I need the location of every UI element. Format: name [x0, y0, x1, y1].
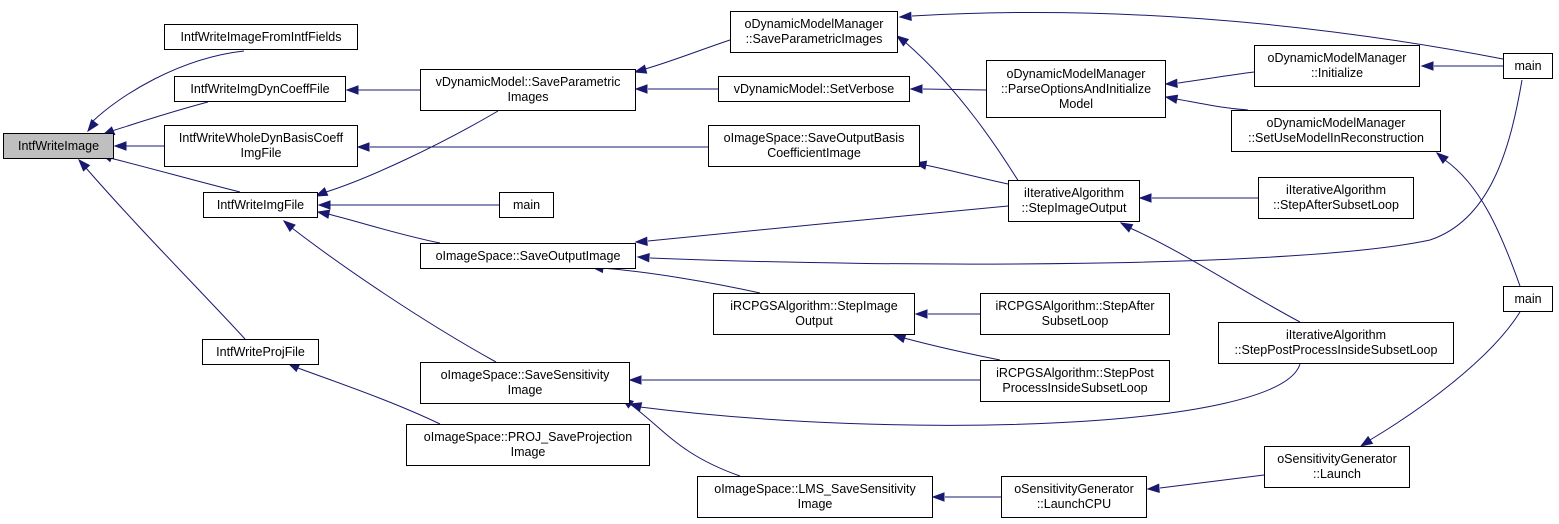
arrowhead-n17-to-n8	[634, 236, 648, 246]
arrowhead-n21-to-n16	[1164, 78, 1178, 88]
node-intfwriteimgfile[interactable]: IntfWriteImgFile	[203, 192, 318, 218]
edge-n17-to-n8	[647, 205, 1009, 242]
arrowhead-n19-to-n9	[628, 375, 642, 385]
arrowhead-n26-to-n21	[1420, 61, 1434, 71]
edge-n9-to-n4	[291, 227, 497, 363]
arrowhead-n3-to-n0	[113, 141, 127, 151]
node-intfwriteimage: IntfWriteImage	[3, 133, 114, 159]
node-intfwriteimagefromintffields[interactable]: IntfWriteImageFromIntfFields	[164, 24, 358, 50]
node-main-3[interactable]: main	[1503, 286, 1553, 312]
arrowhead-n19-to-n14	[892, 334, 907, 344]
arrowhead-n16-to-n12	[909, 84, 923, 94]
arrowhead-n9-to-n4	[282, 220, 296, 232]
arrowhead-n27-to-n25	[1359, 435, 1374, 447]
node-osensitivitygenerator-launch[interactable]: oSensitivityGenerator::Launch	[1264, 446, 1410, 488]
node-iiterativealgorithm-stepimageoutput[interactable]: iIterativeAlgorithm::StepImageOutput	[1008, 180, 1140, 222]
arrowhead-n26-to-n11	[898, 11, 912, 21]
edge-n8-to-n4	[327, 213, 441, 244]
edge-n14-to-n8	[601, 267, 761, 294]
arrowhead-n6-to-n2	[345, 85, 359, 95]
arrowhead-n25-to-n20	[1146, 483, 1160, 493]
edge-n22-to-n16	[1175, 98, 1249, 111]
node-osensitivitygenerator-launchcpu[interactable]: oSensitivityGenerator::LaunchCPU	[1001, 476, 1147, 518]
edge-n5-to-n0	[85, 167, 246, 340]
edge-n6-to-n4	[325, 110, 499, 193]
node-intfwriteprojfile[interactable]: IntfWriteProjFile	[202, 339, 319, 365]
arrowhead-n1-to-n0	[87, 119, 99, 133]
arrowhead-n7-to-n4	[317, 200, 331, 210]
arrowhead-n20-to-n15	[931, 492, 945, 502]
edge-n10-to-n5	[297, 367, 441, 425]
node-main-2[interactable]: main	[1503, 53, 1553, 79]
node-iiterativealgorithm-stepaftersubsetloop[interactable]: iIterativeAlgorithm::StepAfterSubsetLoop	[1258, 177, 1414, 219]
edge-n19-to-n14	[903, 337, 1001, 361]
edge-n25-to-n20	[1159, 474, 1265, 489]
arrowhead-n11-to-n6	[633, 64, 648, 74]
edge-n26-to-n11	[911, 12, 1504, 60]
edge-n15-to-n9	[629, 403, 741, 477]
edge-n2-to-n0	[111, 101, 209, 132]
arrowhead-n24-to-n17	[1119, 222, 1134, 233]
edge-n27-to-n25	[1369, 311, 1521, 441]
node-odynamicmodelmanager-initialize[interactable]: oDynamicModelManager::Initialize	[1254, 45, 1420, 87]
edge-n27-to-n22	[1444, 159, 1521, 287]
arrowhead-n13-to-n3	[356, 142, 370, 152]
edge-n4-to-n0	[109, 157, 241, 193]
node-odynamicmodelmanager-saveparametricimages[interactable]: oDynamicModelManager::SaveParametricImag…	[730, 11, 898, 53]
edge-n16-to-n12	[922, 88, 987, 91]
node-vdynamicmodel-setverbose[interactable]: vDynamicModel::SetVerbose	[718, 76, 910, 102]
edge-n11-to-n6	[644, 39, 731, 70]
arrowhead-n8-to-n4	[316, 209, 331, 219]
node-odynamicmodelmanager-parseoptionsandinitializemodel[interactable]: oDynamicModelManager::ParseOptionsAndIni…	[986, 60, 1166, 118]
arrowhead-n26-to-n8	[636, 253, 650, 263]
node-intfwriteimgdyncoefffile[interactable]: IntfWriteImgDynCoeffFile	[174, 76, 346, 102]
node-odynamicmodelmanager-setusemodelinreconstruction[interactable]: oDynamicModelManager::SetUseModelInRecon…	[1231, 110, 1441, 152]
edge-n17-to-n13	[924, 164, 1009, 185]
arrowhead-n12-to-n6	[634, 84, 648, 94]
node-iiterativealgorithm-steppostprocessinsidesubsetloop[interactable]: iIterativeAlgorithm::StepPostProcessInsi…	[1218, 322, 1454, 364]
arrowhead-n27-to-n22	[1435, 152, 1449, 164]
edge-n21-to-n16	[1177, 71, 1255, 84]
edge-n24-to-n17	[1129, 227, 1301, 323]
arrowhead-n5-to-n0	[78, 158, 91, 172]
arrowhead-n23-to-n17	[1138, 193, 1152, 203]
arrowhead-n18-to-n14	[914, 309, 928, 319]
edge-n1-to-n0	[91, 50, 245, 123]
arrowhead-n24-to-n9	[628, 402, 643, 412]
arrowhead-n16-to-n11	[895, 35, 910, 47]
node-main-1[interactable]: main	[499, 192, 554, 218]
arrowhead-n6-to-n4	[314, 187, 329, 197]
arrowhead-n22-to-n16	[1164, 94, 1179, 104]
edge-n26-to-n8	[649, 79, 1523, 265]
edge-n24-to-n9	[639, 363, 1301, 426]
node-oimagespace-saveoutputimage[interactable]: oImageSpace::SaveOutputImage	[420, 243, 636, 269]
